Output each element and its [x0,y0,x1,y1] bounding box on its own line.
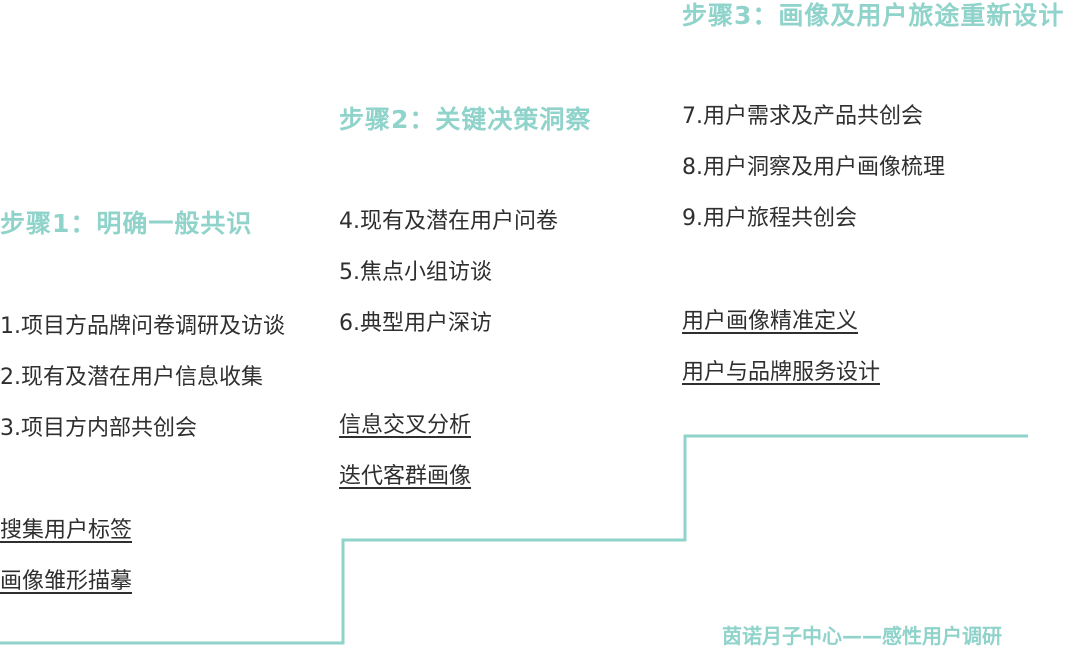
step-2-outcome-1: 信息交叉分析 [339,413,472,438]
step-3-item-3: 9.用户旅程共创会 [682,206,857,231]
step-2-outcome-2: 迭代客群画像 [339,464,472,489]
step-2-item-1: 4.现有及潜在用户问卷 [339,209,558,234]
step-1-title: 步骤1：明确一般共识 [0,209,253,238]
step-2-item-3: 6.典型用户深访 [339,311,492,336]
step-1-outcome-2: 画像雏形描摹 [0,569,133,594]
step-3-outcome-2: 用户与品牌服务设计 [682,360,881,385]
step-1-item-1: 1.项目方品牌问卷调研及访谈 [0,314,285,339]
footer-caption: 茵诺月子中心——感性用户调研 [722,624,1002,648]
step-3-item-2: 8.用户洞察及用户画像梳理 [682,155,945,180]
step-1-item-2: 2.现有及潜在用户信息收集 [0,365,263,390]
step-1-item-3: 3.项目方内部共创会 [0,416,197,441]
step-2-title: 步骤2：关键决策洞察 [339,105,592,134]
step-3-item-1: 7.用户需求及产品共创会 [682,104,923,129]
step-3-outcome-1: 用户画像精准定义 [682,309,859,334]
step-1-outcome-1: 搜集用户标签 [0,518,133,543]
step-2-item-2: 5.焦点小组访谈 [339,260,492,285]
step-3-title: 步骤3：画像及用户旅途重新设计 [682,1,1065,30]
